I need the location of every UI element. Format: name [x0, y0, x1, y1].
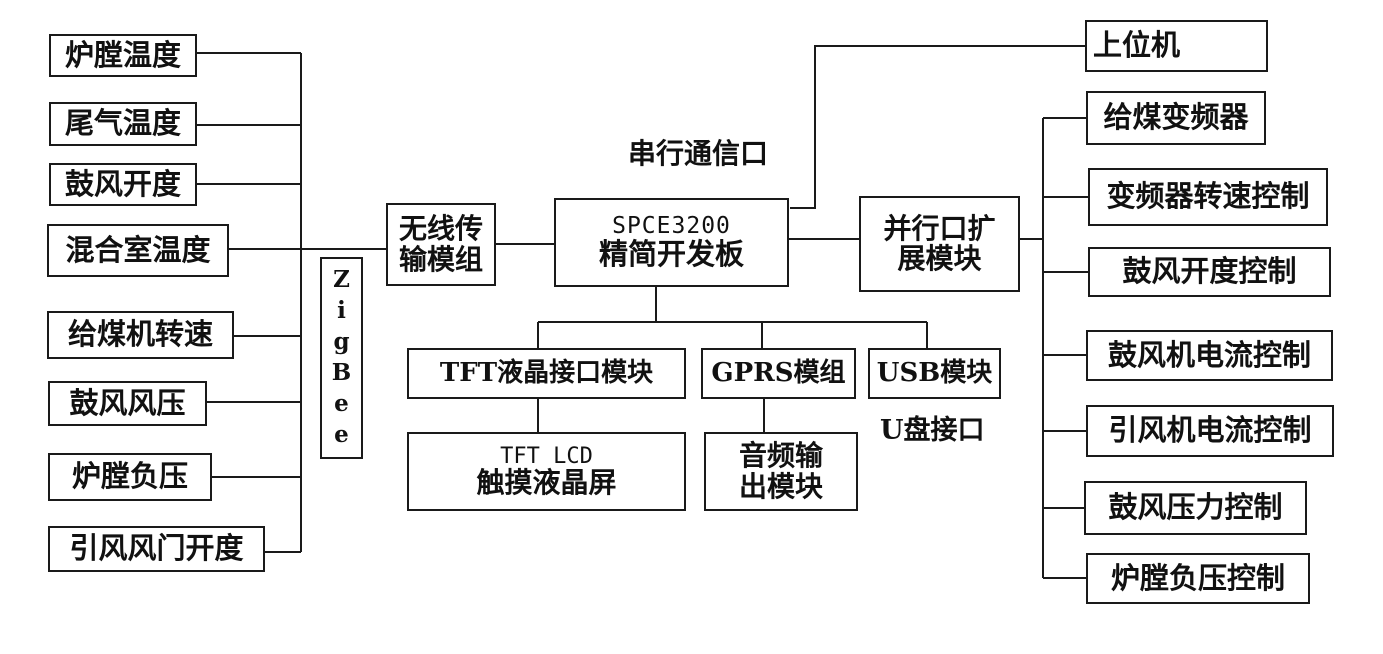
parallel-port-expansion-module: 并行口扩 展模块: [859, 196, 1020, 292]
gprs-module: GPRS模组: [701, 348, 856, 399]
output-inverter-speed-control: 变频器转速控制: [1088, 168, 1328, 226]
host-computer: 上位机: [1085, 20, 1268, 72]
wireless-transmission-module: 无线传 输模组: [386, 203, 496, 286]
serial-port-label: 串行通信口: [628, 137, 769, 170]
input-exhaust-temperature: 尾气温度: [49, 102, 197, 146]
input-induced-draft-damper-opening: 引风风门开度: [48, 526, 265, 572]
output-coal-feeder-inverter: 给煤变频器: [1086, 91, 1266, 145]
usb-disk-interface-label: U盘接口: [880, 415, 985, 446]
zigbee-label: Z i g B e e: [320, 257, 363, 459]
output-blower-pressure-control: 鼓风压力控制: [1084, 481, 1307, 535]
tft-lcd-touch-screen: TFT LCD 触摸液晶屏: [407, 432, 686, 511]
input-furnace-temperature: 炉膛温度: [49, 34, 197, 77]
output-induced-fan-current-control: 引风机电流控制: [1086, 405, 1334, 457]
input-mixing-chamber-temperature: 混合室温度: [47, 224, 229, 277]
input-blower-pressure: 鼓风风压: [48, 381, 207, 426]
tft-lcd-interface-module: TFT液晶接口模块: [407, 348, 686, 399]
output-blower-current-control: 鼓风机电流控制: [1086, 330, 1333, 381]
input-blower-opening: 鼓风开度: [49, 163, 197, 206]
usb-module: USB模块: [868, 348, 1001, 399]
output-furnace-negative-pressure-control: 炉膛负压控制: [1086, 553, 1310, 604]
spce3200-dev-board: SPCE3200 精简开发板: [554, 198, 789, 287]
input-furnace-negative-pressure: 炉膛负压: [48, 453, 212, 501]
output-blower-opening-control: 鼓风开度控制: [1088, 247, 1331, 297]
audio-output-module: 音频输 出模块: [704, 432, 858, 511]
input-coal-feeder-speed: 给煤机转速: [47, 311, 234, 359]
